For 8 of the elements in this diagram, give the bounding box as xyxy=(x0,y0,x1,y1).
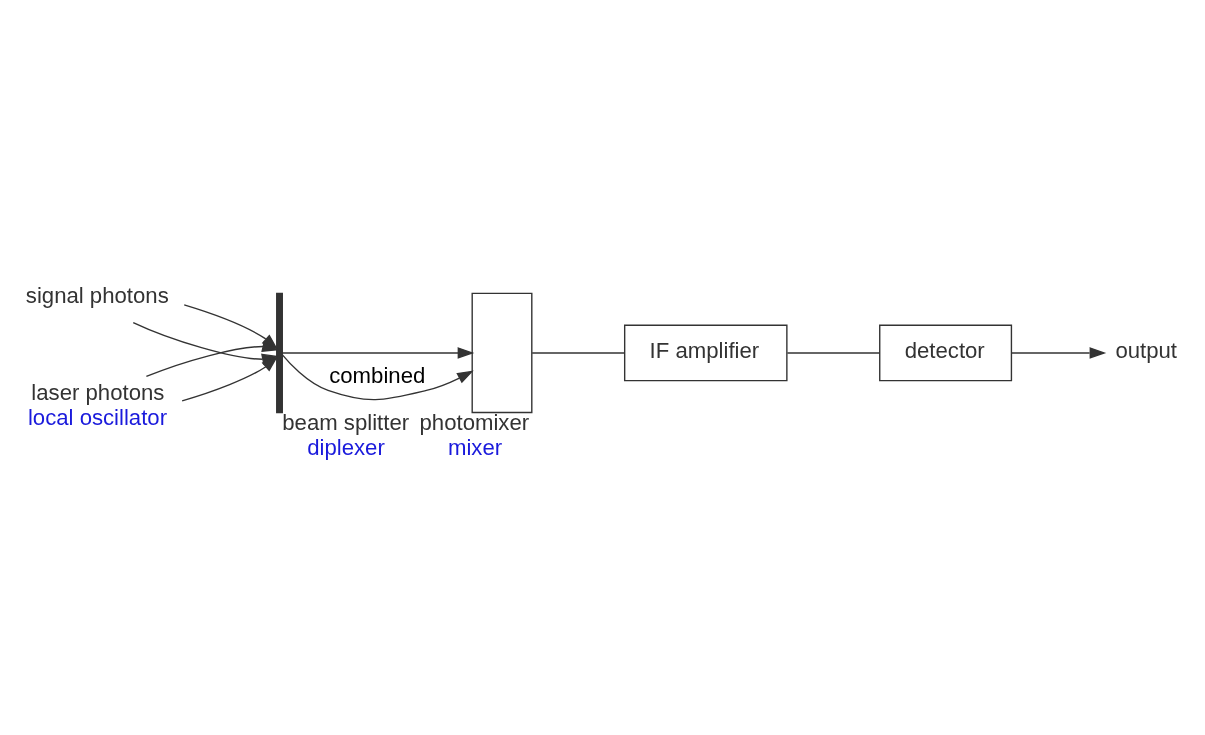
node-label: diplexer xyxy=(307,435,385,461)
node-label: beam splitter xyxy=(282,410,410,436)
node-text: signal photons xyxy=(25,282,169,308)
node-label: photomixer xyxy=(419,410,530,436)
node-label: mixer xyxy=(447,435,503,461)
node-text: laser photons local oscillator xyxy=(27,379,168,430)
node-text: output xyxy=(1115,338,1178,364)
edge-label: combined xyxy=(329,363,426,389)
